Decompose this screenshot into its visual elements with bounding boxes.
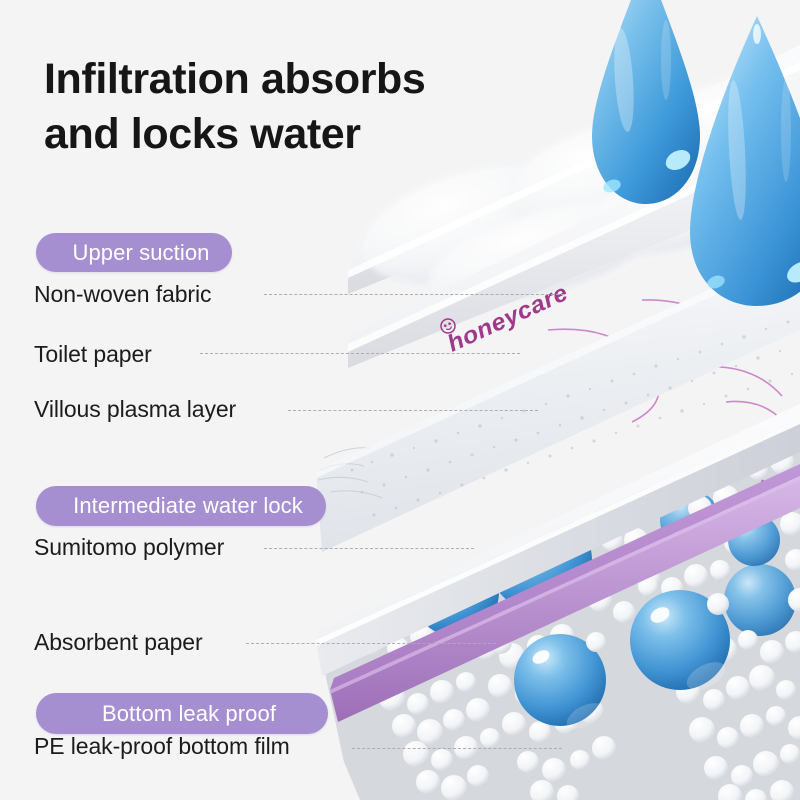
label-toilet-paper: Toilet paper (34, 341, 152, 367)
leader-line-absorbent (246, 643, 496, 644)
leader-line-villous (288, 410, 538, 411)
badge-upper-suction: Upper suction (36, 233, 232, 272)
badge-intermediate-water-lock: Intermediate water lock (36, 486, 326, 526)
leader-line-nonwoven (264, 294, 564, 295)
leader-line-sumitomo (264, 548, 474, 549)
label-absorbent-paper: Absorbent paper (34, 629, 203, 655)
layer-pe-bottom-film (330, 464, 800, 722)
label-sumitomo-polymer: Sumitomo polymer (34, 534, 225, 560)
water-droplet-right (690, 16, 800, 306)
page-title: Infiltration absorbs and locks water (44, 55, 426, 159)
label-pe-leak-proof-bottom-film: PE leak-proof bottom film (34, 733, 290, 759)
badge-bottom-leak-proof-label: Bottom leak proof (101, 700, 277, 726)
layer-villous-plasma (316, 248, 800, 552)
water-droplet-left (592, 0, 700, 204)
leader-line-toilet-paper (200, 353, 520, 354)
badge-bottom-leak-proof: Bottom leak proof (36, 693, 328, 734)
leader-line-pe-film (352, 748, 562, 749)
label-villous-plasma-layer: Villous plasma layer (34, 396, 237, 422)
label-nonwoven-fabric: Non-woven fabric (34, 281, 212, 307)
badge-intermediate-water-lock-label: Intermediate water lock (73, 493, 303, 518)
badge-upper-suction-label: Upper suction (72, 239, 210, 265)
layer-absorbent-paper (316, 404, 800, 676)
